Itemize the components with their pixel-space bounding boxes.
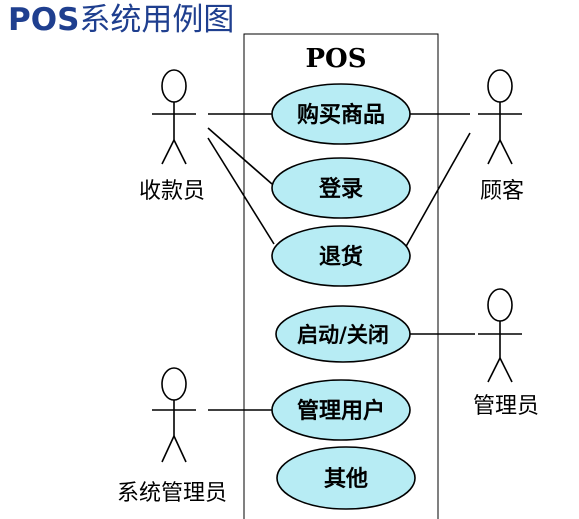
use-case-login-label: 登录: [318, 177, 363, 202]
use-case-manage-users-ellipse: [271, 379, 411, 441]
use-case-manage-users: 管理用户: [271, 379, 411, 441]
diagram-title: POS系统用例图: [8, 2, 234, 38]
actor-customer-label: 顾客: [480, 179, 524, 204]
system-label: POS: [306, 44, 367, 74]
use-case-buy-ellipse: [271, 83, 411, 145]
title-latin: POS: [8, 2, 79, 38]
actor-manager-figure: [478, 288, 522, 383]
use-case-other-label: 其他: [324, 467, 368, 492]
actor-manager-label: 管理员: [473, 394, 539, 419]
use-case-other: 其他: [276, 446, 416, 510]
assoc-cashier-login: [207, 127, 273, 185]
use-case-login-ellipse: [271, 157, 411, 219]
assoc-cashier-return: [207, 137, 275, 245]
actor-sysadmin-label: 系统管理员: [117, 481, 227, 506]
use-case-return: 退货: [271, 225, 411, 287]
actor-cashier-figure: [152, 69, 196, 165]
use-case-startstop: 启动/关闭: [275, 305, 411, 363]
actor-manager: 管理员: [473, 288, 539, 419]
use-case-manage-users-label: 管理用户: [297, 398, 385, 424]
use-case-buy-label: 购买商品: [297, 102, 385, 128]
actor-customer: 顾客: [478, 69, 524, 204]
title-cjk: 系统用例图: [79, 2, 234, 38]
actor-sysadmin-figure: [152, 367, 196, 463]
use-case-return-label: 退货: [319, 244, 363, 270]
use-case-return-ellipse: [271, 225, 411, 287]
use-case-other-ellipse: [276, 446, 416, 510]
associations: [207, 113, 475, 411]
assoc-customer-return: [403, 132, 471, 251]
actor-customer-figure: [478, 69, 522, 165]
actor-sysadmin: 系统管理员: [117, 367, 227, 506]
use-case-login: 登录: [271, 157, 411, 219]
actor-cashier-label: 收款员: [139, 179, 205, 204]
use-case-startstop-label: 启动/关闭: [297, 323, 389, 347]
system-boundary: [243, 33, 439, 519]
use-case-buy: 购买商品: [271, 83, 411, 145]
actor-cashier: 收款员: [139, 69, 205, 204]
use-case-startstop-ellipse: [275, 305, 411, 363]
